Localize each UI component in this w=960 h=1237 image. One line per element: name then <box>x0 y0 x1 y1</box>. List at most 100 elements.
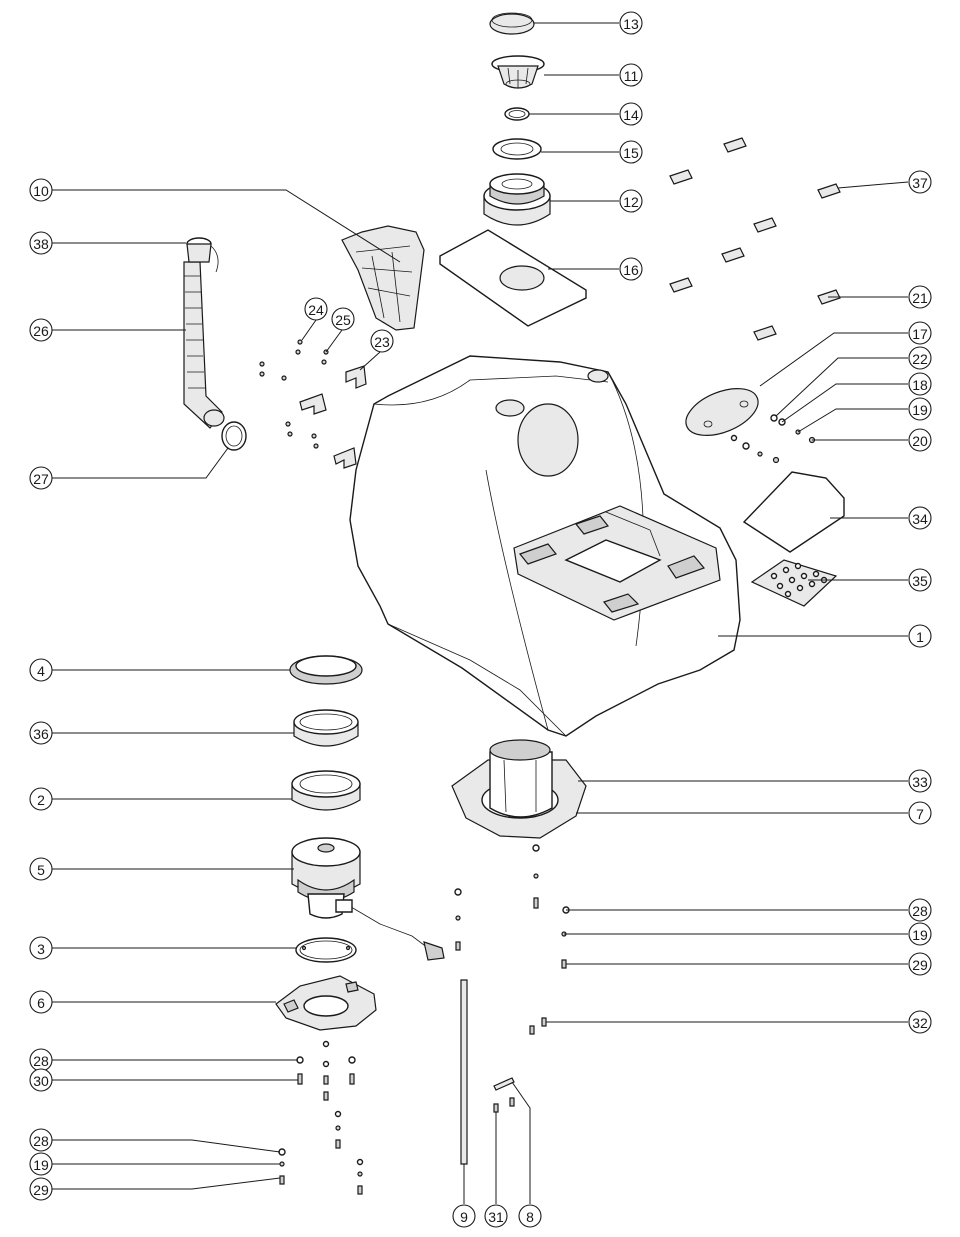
callout-label: 2 <box>37 792 45 808</box>
callout-14: 14 <box>619 102 643 126</box>
callout-label: 7 <box>916 806 924 822</box>
callout-6: 6 <box>29 990 53 1014</box>
callout-34: 34 <box>908 506 932 530</box>
part-5-motor <box>291 837 445 961</box>
callout-label: 9 <box>460 1209 468 1225</box>
part-2-ring <box>291 770 361 811</box>
part-35-grid <box>750 559 838 607</box>
callout-23: 23 <box>370 329 394 353</box>
part-1-main-body <box>349 355 741 737</box>
callout-label: 29 <box>912 957 928 973</box>
callout-31: 31 <box>484 1204 508 1228</box>
callout-label: 23 <box>374 334 390 350</box>
callout-label: 28 <box>33 1133 49 1149</box>
callout-18: 18 <box>908 372 932 396</box>
callout-25: 25 <box>331 307 355 331</box>
callout-label: 6 <box>37 995 45 1011</box>
callout-label: 13 <box>623 16 639 32</box>
part-14-o-ring <box>504 107 530 121</box>
part-11-strainer <box>491 55 545 89</box>
part-26-hose <box>183 237 225 429</box>
callout-label: 26 <box>33 323 49 339</box>
callout-label: 25 <box>335 312 351 328</box>
callout-2: 2 <box>29 787 53 811</box>
part-28-30-left-hardware <box>278 1040 364 1195</box>
callout-10: 10 <box>29 178 53 202</box>
part-4-seal <box>289 655 363 685</box>
callout-label: 19 <box>912 402 928 418</box>
callout-8: 8 <box>518 1204 542 1228</box>
callout-label: 24 <box>308 302 324 318</box>
callout-label: 20 <box>912 433 928 449</box>
part-3-gasket <box>295 937 357 963</box>
callout-19-b: 19 <box>908 922 932 946</box>
callout-5: 5 <box>29 857 53 881</box>
callout-30: 30 <box>29 1068 53 1092</box>
callout-label: 1 <box>916 629 924 645</box>
callout-label: 15 <box>623 145 639 161</box>
callout-label: 19 <box>912 927 928 943</box>
callout-label: 12 <box>623 194 639 210</box>
callout-7: 7 <box>908 801 932 825</box>
callout-19: 19 <box>908 397 932 421</box>
callout-17: 17 <box>908 321 932 345</box>
part-36-ring <box>293 709 359 747</box>
callout-27: 27 <box>29 466 53 490</box>
part-10-basket <box>341 225 425 331</box>
callout-label: 16 <box>623 262 639 278</box>
callout-label: 8 <box>526 1209 534 1225</box>
callout-29: 29 <box>908 952 932 976</box>
callout-label: 28 <box>912 903 928 919</box>
callout-37: 37 <box>908 170 932 194</box>
callout-label: 3 <box>37 941 45 957</box>
callout-24: 24 <box>304 297 328 321</box>
callout-32: 32 <box>908 1010 932 1034</box>
part-27-clamp <box>221 421 247 451</box>
callout-20: 20 <box>908 428 932 452</box>
part-8-pin <box>493 1077 515 1091</box>
part-34-sheet <box>742 471 845 553</box>
callout-15: 15 <box>619 140 643 164</box>
callout-label: 19 <box>33 1157 49 1173</box>
part-16-plate <box>439 229 587 327</box>
callout-33: 33 <box>908 769 932 793</box>
callout-label: 36 <box>33 726 49 742</box>
callout-19-c: 19 <box>29 1152 53 1176</box>
leader-lines <box>52 22 909 1204</box>
part-23-brackets <box>299 365 367 469</box>
callout-label: 4 <box>37 663 45 679</box>
callout-label: 31 <box>488 1209 504 1225</box>
callout-38: 38 <box>29 231 53 255</box>
part-31-screws <box>493 1097 515 1113</box>
part-9-rod <box>460 979 468 1165</box>
callout-label: 30 <box>33 1073 49 1089</box>
part-17-oval-plate <box>685 388 759 436</box>
callout-29-b: 29 <box>29 1177 53 1201</box>
callout-label: 5 <box>37 862 45 878</box>
part-24-25-screws <box>259 339 329 449</box>
callout-11: 11 <box>619 63 643 87</box>
part-12-filter-housing <box>483 173 551 226</box>
callout-12: 12 <box>619 189 643 213</box>
part-37-21-pads <box>669 137 841 341</box>
callout-label: 35 <box>912 573 928 589</box>
callout-label: 27 <box>33 471 49 487</box>
callout-36: 36 <box>29 721 53 745</box>
callout-4: 4 <box>29 658 53 682</box>
callout-label: 34 <box>912 511 928 527</box>
callout-28-c: 28 <box>29 1128 53 1152</box>
callout-label: 32 <box>912 1015 928 1031</box>
callout-label: 11 <box>624 68 639 84</box>
callout-label: 14 <box>623 107 639 123</box>
callout-label: 21 <box>912 290 928 306</box>
part-15-gasket <box>492 138 542 160</box>
callout-28: 28 <box>908 898 932 922</box>
callout-label: 17 <box>912 326 928 342</box>
callout-9: 9 <box>452 1204 476 1228</box>
part-6-mounting-plate <box>275 975 377 1031</box>
callout-13: 13 <box>619 11 643 35</box>
part-7-motor-housing <box>451 739 587 839</box>
callout-label: 22 <box>912 351 928 367</box>
